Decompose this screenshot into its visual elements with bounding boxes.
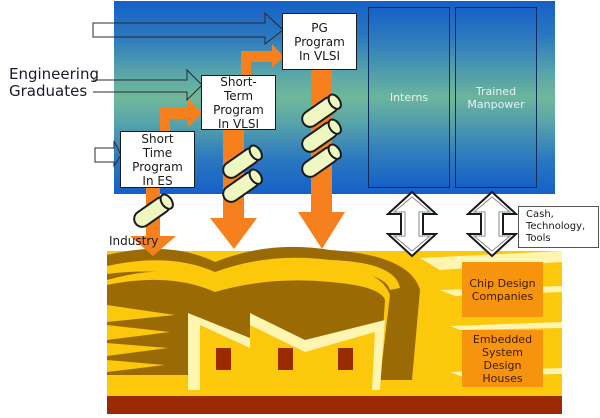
factory-window bbox=[278, 348, 293, 370]
exchange-arrow-manpower bbox=[465, 190, 519, 258]
factory-window bbox=[216, 348, 231, 370]
industry-segment-embedded[interactable]: Embedded System Design Houses bbox=[462, 330, 543, 387]
light-ray bbox=[450, 322, 562, 330]
smoke-wave bbox=[107, 246, 420, 380]
engineering-graduates-label: Engineering Graduates bbox=[9, 65, 99, 100]
program-box-short-time-es[interactable]: Short Time Program In ES bbox=[120, 131, 195, 188]
smoke-wave-stripe bbox=[107, 257, 400, 290]
output-box-interns[interactable]: Interns bbox=[368, 7, 450, 188]
sawtooth bbox=[107, 343, 168, 356]
light-ray bbox=[420, 251, 562, 270]
program-box-pg-vlsi[interactable]: PG Program In VLSI bbox=[282, 13, 357, 70]
diploma-icons bbox=[133, 93, 342, 228]
factory-window bbox=[338, 348, 353, 370]
arrow-to-short-time-program bbox=[94, 140, 122, 168]
exchange-arrow-interns bbox=[385, 190, 439, 258]
sawtooth bbox=[107, 360, 165, 372]
sawtooth bbox=[107, 305, 175, 322]
industry-label: Industry bbox=[109, 234, 159, 248]
program-box-short-term-vlsi[interactable]: Short- Term Program In VLSI bbox=[201, 75, 276, 131]
exchange-label-box: Cash, Technology, Tools bbox=[518, 206, 599, 248]
arrow-to-pg-program bbox=[92, 11, 284, 46]
ground-strip bbox=[107, 396, 562, 414]
progression-arrow-1 bbox=[160, 99, 202, 131]
output-box-trained-manpower[interactable]: Trained Manpower bbox=[455, 7, 537, 188]
progression-arrow-2 bbox=[241, 44, 284, 75]
arrow-to-short-term-program bbox=[93, 68, 203, 102]
industry-segment-chip-design[interactable]: Chip Design Companies bbox=[462, 262, 543, 317]
sawtooth bbox=[107, 325, 170, 340]
